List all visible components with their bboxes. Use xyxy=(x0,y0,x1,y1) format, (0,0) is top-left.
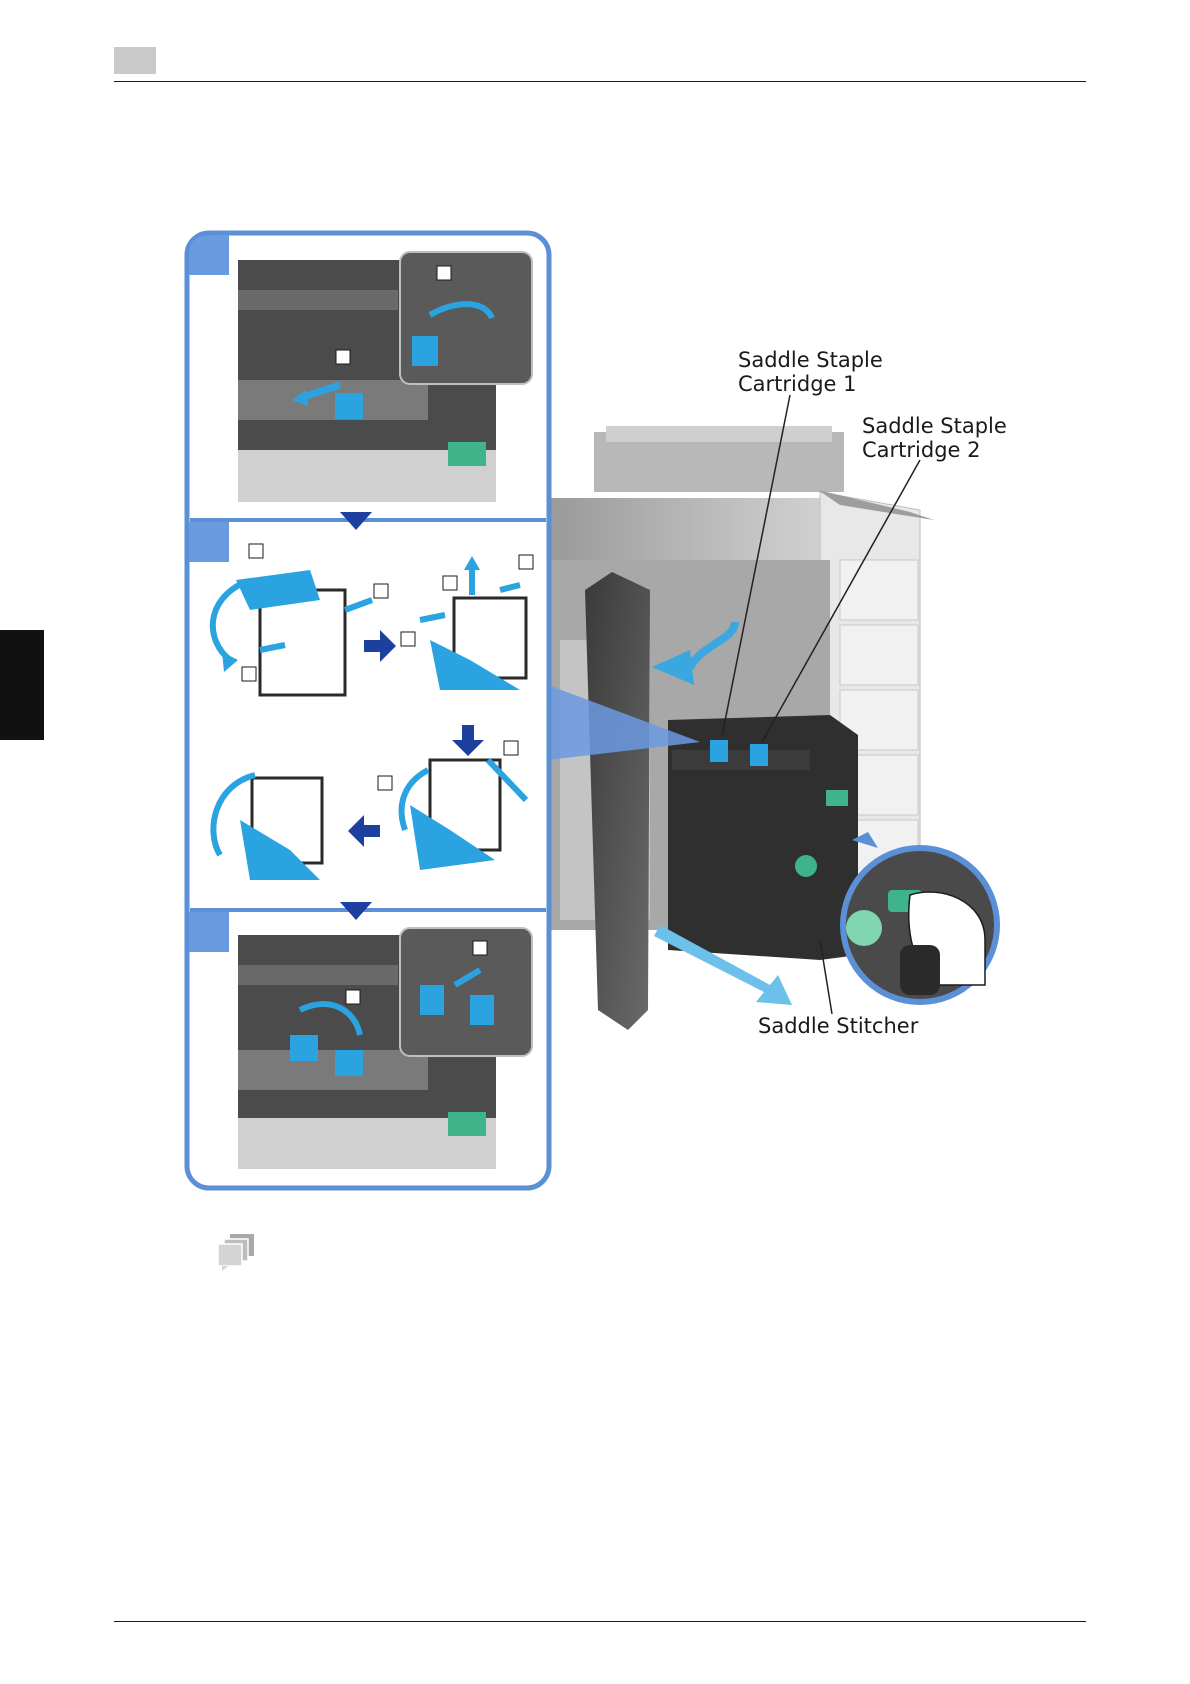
cartridge-1-label-line2: Cartridge 1 xyxy=(738,372,856,396)
cartridge-2-label-line1: Saddle Staple xyxy=(862,414,1007,438)
step-1-image xyxy=(238,252,532,502)
saddle-stitcher-label: Saddle Stitcher xyxy=(758,1014,918,1038)
procedure-panel xyxy=(187,233,549,1188)
cartridge-2-label-line2: Cartridge 2 xyxy=(862,438,980,462)
note-pages-icon xyxy=(216,1232,260,1272)
cartridge-1-label-line1: Saddle Staple xyxy=(738,348,883,372)
step-3-image xyxy=(238,928,532,1169)
